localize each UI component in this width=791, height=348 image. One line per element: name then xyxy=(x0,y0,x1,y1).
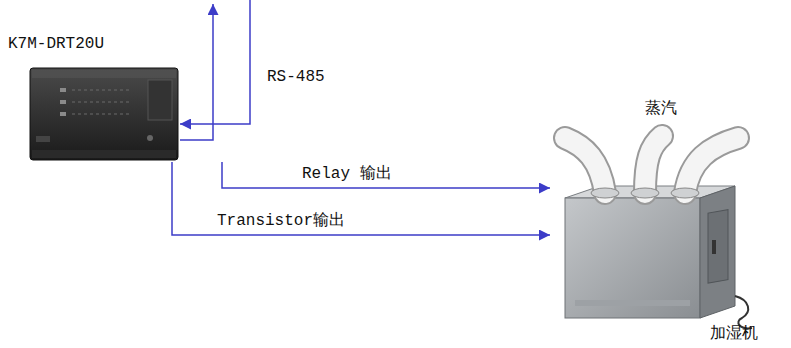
edge-label: Transistor输出 xyxy=(215,212,347,230)
plc-picture xyxy=(30,68,178,160)
output-arrow xyxy=(172,162,550,235)
plc-box: K7M-DRT20U xyxy=(8,35,230,162)
humidifier-picture xyxy=(565,136,752,328)
humidifier-box: 蒸汽加湿机 xyxy=(550,98,775,345)
device-name: K7M-DRT20U xyxy=(8,35,104,53)
bus-label: RS-485 xyxy=(265,68,327,86)
output-arrow xyxy=(222,162,550,188)
rs485-arrows xyxy=(180,0,250,140)
edge-label: Relay 输出 xyxy=(300,165,394,183)
device-name: 加湿机 xyxy=(710,325,758,343)
steam-label: 蒸汽 xyxy=(645,100,677,118)
